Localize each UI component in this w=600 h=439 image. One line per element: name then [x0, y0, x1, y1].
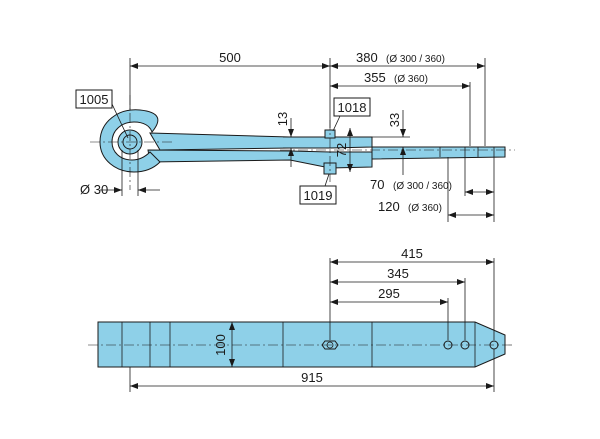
- dim-tip-b-note: (Ø 360): [408, 203, 442, 214]
- lower-leaf: [147, 149, 373, 169]
- dim-hole-mid: 345: [387, 266, 409, 281]
- dim-tip-b: 120: [378, 199, 400, 214]
- callout-bolt-bottom: 1019: [304, 188, 333, 203]
- top-view: 415 345 295 100 915: [88, 246, 515, 392]
- dim-tip-a-note: (Ø 300 / 360): [393, 181, 452, 192]
- callout-leader-1018: [332, 115, 341, 132]
- callout-bolt-top: 1018: [338, 100, 367, 115]
- dim-height: 72: [334, 143, 349, 157]
- dim-center-to-end: 380: [356, 50, 378, 65]
- dim-thickness-b: 33: [387, 113, 402, 127]
- tip-leaf: [371, 146, 506, 160]
- callout-leader-1005: [111, 103, 129, 139]
- callout-leader-1019: [324, 173, 330, 187]
- dim-total-length: 915: [301, 370, 323, 385]
- dim-eye-diameter: Ø 30: [80, 182, 108, 197]
- dim-eye-to-center: 500: [219, 50, 241, 65]
- spring-eye: [99, 109, 161, 173]
- dim-hole-near: 295: [378, 286, 400, 301]
- dim-center-to-hole: 355: [364, 70, 386, 85]
- dim-tip-a: 70: [370, 177, 384, 192]
- side-view: 500 380 (Ø 300 / 360) 355 (Ø 360) 13 33 …: [75, 50, 515, 222]
- dim-center-to-hole-note: (Ø 360): [394, 74, 428, 85]
- callout-eye-bushing: 1005: [80, 92, 109, 107]
- callout-box-1005: [75, 89, 113, 109]
- dim-thickness-a: 13: [275, 112, 290, 126]
- callout-box-1018: [333, 97, 371, 117]
- dim-width: 100: [213, 334, 228, 356]
- callout-box-1019: [299, 185, 337, 205]
- dim-center-to-end-note: (Ø 300 / 360): [386, 54, 445, 65]
- dim-hole-far: 415: [401, 246, 423, 261]
